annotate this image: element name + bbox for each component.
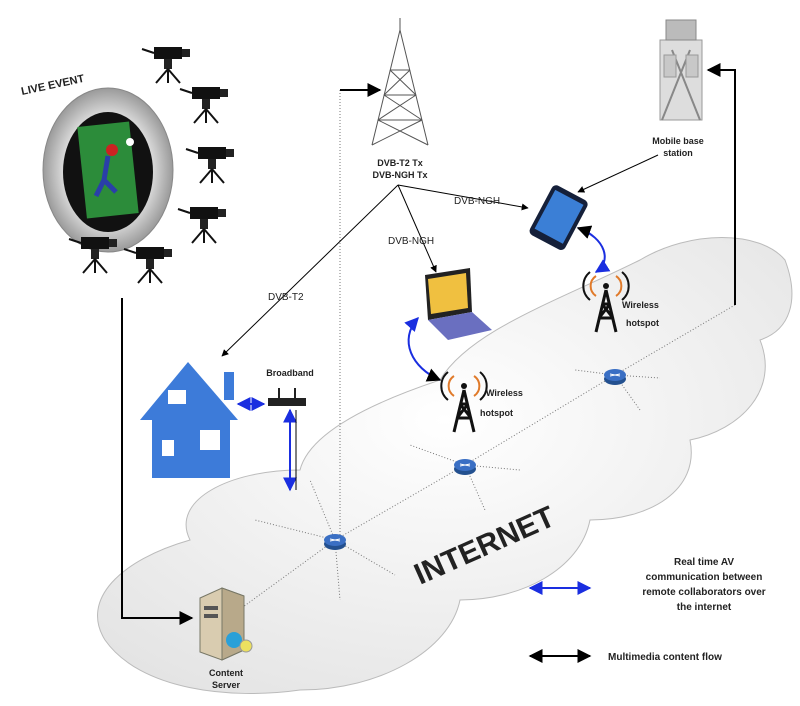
av-communication-arrows xyxy=(236,225,611,492)
house-icon xyxy=(140,362,238,478)
dvb-t2-tx-label: DVB-T2 Tx xyxy=(377,158,423,168)
dvb-ngh-top-label: DVB-NGH xyxy=(454,196,500,207)
router-icon-3 xyxy=(603,368,627,386)
legend-av-line-4: the internet xyxy=(677,602,732,613)
legend-flow-label: Multimedia content flow xyxy=(608,652,722,663)
wireless-hotspot-2-label-2: hotspot xyxy=(626,318,659,328)
content-server-icon xyxy=(199,587,253,661)
live-event-stadium xyxy=(42,87,174,253)
legend-av-line-3: remote collaborators over xyxy=(642,587,765,598)
router-icon-2 xyxy=(453,458,477,476)
transmitter-tower-icon xyxy=(371,18,429,146)
mobile-base-label-2: station xyxy=(663,148,693,158)
legend-av-line-2: communication between xyxy=(646,572,763,583)
wireless-hotspot-2-label-1: Wireless xyxy=(622,300,659,310)
content-server-label-2: Server xyxy=(212,680,241,690)
wireless-hotspot-1-icon xyxy=(440,371,488,433)
internet-cloud xyxy=(97,237,793,694)
content-server-label-1: Content xyxy=(209,668,243,678)
wireless-hotspot-1-label-2: hotspot xyxy=(480,408,513,418)
laptop-icon xyxy=(425,268,492,340)
router-icon-1 xyxy=(323,533,347,551)
dvb-ngh-tx-label: DVB-NGH Tx xyxy=(372,170,427,180)
content-flow-arrows xyxy=(121,63,736,625)
broadband-router-icon xyxy=(268,388,306,406)
dvb-ngh-laptop-label: DVB-NGH xyxy=(388,236,434,247)
mobile-base-station-icon xyxy=(659,19,703,121)
dvb-t2-label: DVB-T2 xyxy=(268,292,304,303)
smartphone-icon xyxy=(529,185,588,250)
wireless-hotspot-1-label-1: Wireless xyxy=(486,388,523,398)
mobile-base-label-1: Mobile base xyxy=(652,136,704,146)
live-event-label: LIVE EVENT xyxy=(20,73,86,98)
broadcast-arrows xyxy=(221,154,659,357)
broadband-label: Broadband xyxy=(266,368,314,378)
legend: Real time AV communication between remot… xyxy=(528,557,766,663)
legend-av-line-1: Real time AV xyxy=(674,557,734,568)
